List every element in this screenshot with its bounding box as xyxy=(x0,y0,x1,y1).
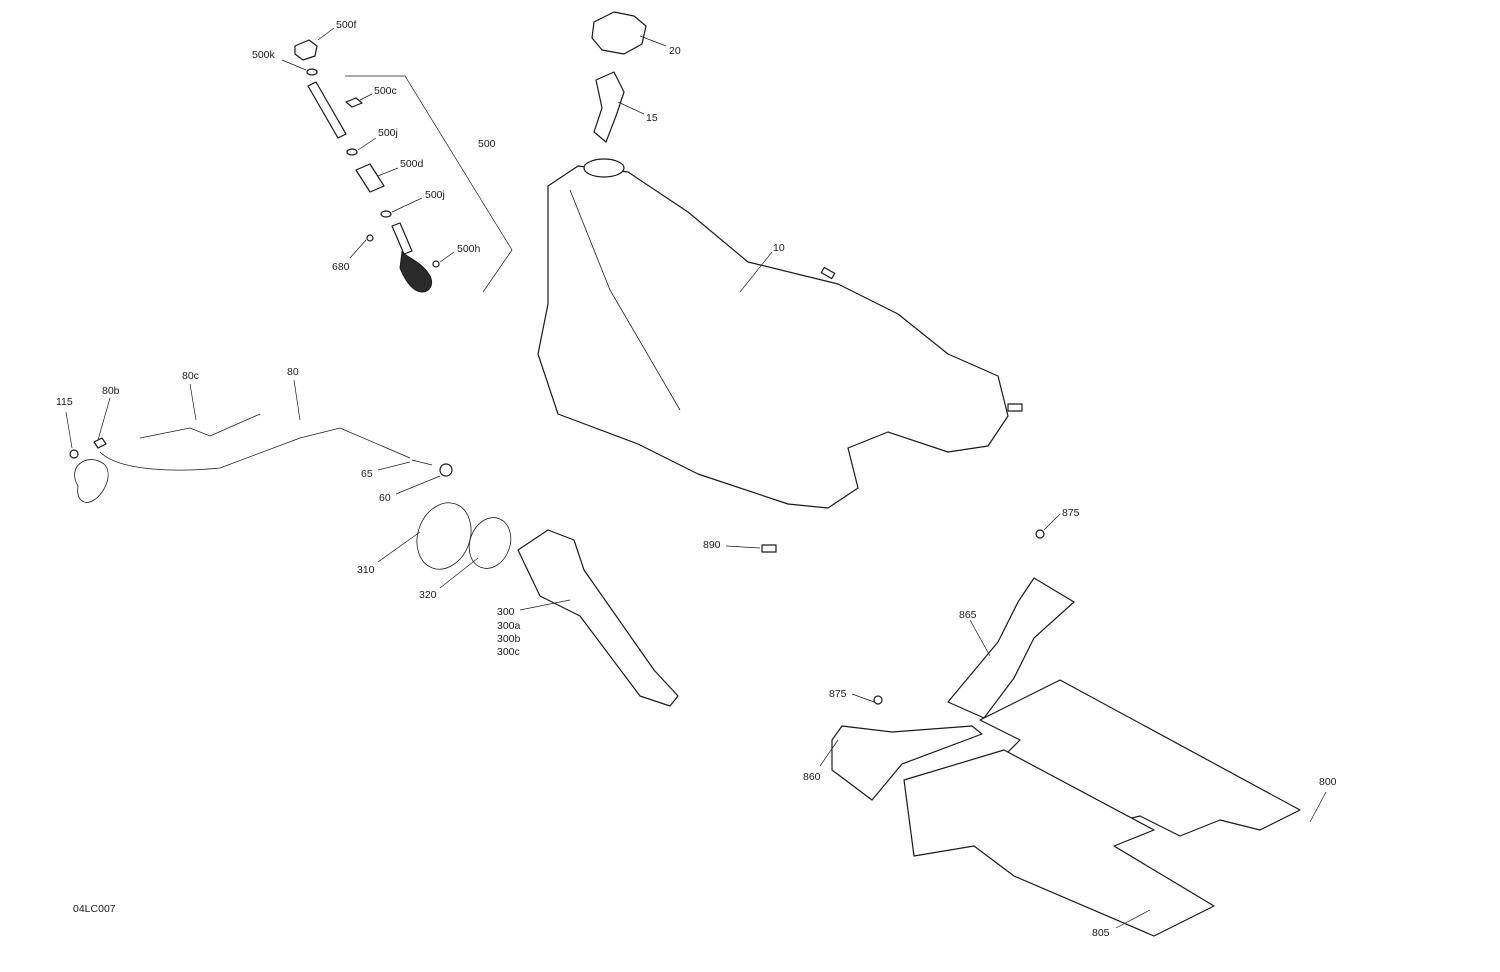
vent-line-assembly xyxy=(294,39,440,293)
tank-pad xyxy=(820,266,836,280)
callout-500f: 500f xyxy=(336,19,357,31)
callout-115: 115 xyxy=(56,396,73,408)
part-875-rivet xyxy=(873,695,883,705)
part-865-heat-shield xyxy=(947,577,1075,719)
callout-80b: 80b xyxy=(102,385,120,397)
part-890-pad xyxy=(761,544,777,553)
part-80c-hose xyxy=(139,413,261,439)
part-805-floor-mat xyxy=(903,749,1215,937)
part-310-ring xyxy=(416,502,472,570)
callout-865: 865 xyxy=(959,609,977,621)
callout-300c: 300c xyxy=(497,646,520,658)
bracket-500 xyxy=(345,75,513,293)
part-80b-fitting xyxy=(93,437,107,449)
part-15-filler-neck xyxy=(593,71,625,143)
callout-320: 320 xyxy=(419,589,437,601)
callout-65: 65 xyxy=(361,468,373,480)
drawing-reference: 04LC007 xyxy=(73,903,116,915)
callout-890: 890 xyxy=(703,539,721,551)
callout-500: 500 xyxy=(478,138,496,150)
callout-500j: 500j xyxy=(425,189,445,201)
part-500-corrugated-hose xyxy=(399,250,433,293)
callout-20: 20 xyxy=(669,45,681,57)
part-500-hose-lower xyxy=(391,222,413,255)
callout-80: 80 xyxy=(287,366,299,378)
callout-500j: 500j xyxy=(378,127,398,139)
callout-300b: 300b xyxy=(497,633,521,645)
part-875-rivet xyxy=(1035,529,1045,539)
part-500-hose-upper xyxy=(307,81,347,139)
part-115-clamp xyxy=(69,449,79,459)
callout-500h: 500h xyxy=(457,243,481,255)
part-500d-filter xyxy=(355,163,385,193)
callout-500c: 500c xyxy=(374,85,397,97)
part-500h-clip xyxy=(432,260,440,268)
callout-10: 10 xyxy=(773,242,785,254)
part-20-fuel-cap xyxy=(591,11,647,55)
callout-500d: 500d xyxy=(400,158,424,170)
part-300-fuel-pump xyxy=(517,529,679,707)
callout-875: 875 xyxy=(829,688,847,700)
callout-860: 860 xyxy=(803,771,821,783)
callout-15: 15 xyxy=(646,112,658,124)
tank-filler-port xyxy=(583,158,625,178)
callout-300: 300 xyxy=(497,606,515,618)
part-500c-sleeve xyxy=(345,97,363,108)
callout-300a: 300a xyxy=(497,620,521,632)
part-500j-clamp-upper xyxy=(346,148,358,156)
part-860-heat-shield xyxy=(831,725,983,801)
part-500j-clamp-lower xyxy=(380,210,392,218)
tank-seam-line xyxy=(569,189,681,411)
part-320-seal xyxy=(468,517,512,569)
part-10-fuel-tank xyxy=(537,165,1009,509)
part-60-fitting xyxy=(439,463,453,477)
callout-500k: 500k xyxy=(252,49,276,61)
part-500k-clamp xyxy=(306,68,318,76)
callout-80c: 80c xyxy=(182,370,199,382)
part-500f-fitting xyxy=(294,39,318,61)
callout-60: 60 xyxy=(379,492,391,504)
callout-875: 875 xyxy=(1062,507,1080,519)
part-80-fuel-line xyxy=(99,427,411,471)
callout-680: 680 xyxy=(332,261,350,273)
part-80-fuel-line-loop xyxy=(74,459,109,503)
part-680-screw xyxy=(366,234,374,242)
part-65-screw xyxy=(411,459,433,466)
tank-pad xyxy=(1007,403,1023,412)
callout-310: 310 xyxy=(357,564,375,576)
callout-800: 800 xyxy=(1319,776,1337,788)
callout-805: 805 xyxy=(1092,927,1110,939)
